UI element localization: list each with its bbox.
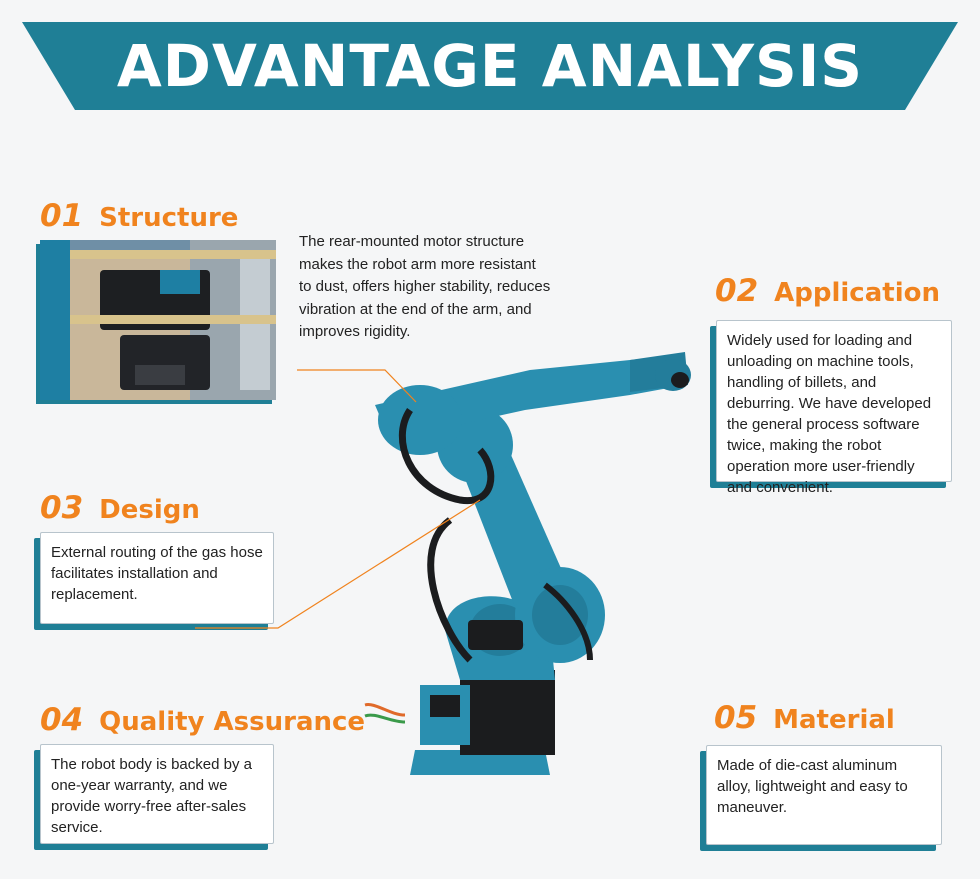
section-number: 02 xyxy=(715,273,759,309)
section-heading-structure: 01 Structure xyxy=(40,198,238,234)
section-title: Material xyxy=(773,705,895,735)
material-description: Made of die-cast aluminum alloy, lightwe… xyxy=(717,757,908,816)
section-heading-material: 05 Material xyxy=(714,700,895,736)
material-description-box: Made of die-cast aluminum alloy, lightwe… xyxy=(706,745,942,845)
section-heading-quality-assurance: 04 Quality Assurance xyxy=(40,702,365,738)
structure-description: The rear-mounted motor structure makes t… xyxy=(299,233,551,340)
section-heading-design: 03 Design xyxy=(40,490,200,526)
section-heading-application: 02 Application xyxy=(715,273,940,309)
title-banner xyxy=(22,22,958,110)
section-number: 05 xyxy=(714,700,758,736)
quality-assurance-description-box: The robot body is backed by a one-year w… xyxy=(40,744,274,844)
section-title: Application xyxy=(774,278,940,308)
motor-structure-photo xyxy=(40,240,276,400)
quality-assurance-description: The robot body is backed by a one-year w… xyxy=(51,756,252,836)
section-title: Structure xyxy=(99,203,239,233)
section-number: 04 xyxy=(40,702,84,738)
page-title: ADVANTAGE ANALYSIS xyxy=(116,32,864,100)
section-title: Design xyxy=(99,495,200,525)
section-number: 03 xyxy=(40,490,84,526)
section-title: Quality Assurance xyxy=(99,707,366,737)
application-description: Widely used for loading and unloading on… xyxy=(727,332,932,496)
application-description-box: Widely used for loading and unloading on… xyxy=(716,320,952,496)
section-number: 01 xyxy=(40,198,84,234)
robot-arm-illustration xyxy=(364,352,691,775)
design-description-box: External routing of the gas hose facilit… xyxy=(40,532,274,624)
design-description: External routing of the gas hose facilit… xyxy=(51,544,263,603)
